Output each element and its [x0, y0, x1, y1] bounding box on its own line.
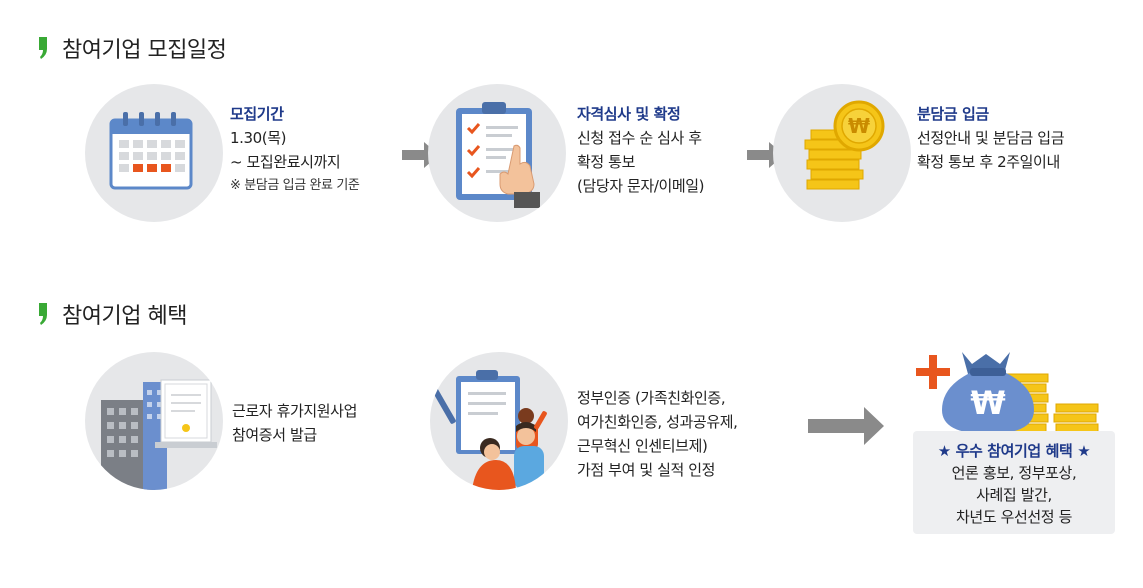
step-line: 확정 통보 후 2주일이내: [917, 153, 1060, 171]
svg-text:₩: ₩: [970, 384, 1005, 422]
benefit-box-heading: ★ 우수 참여기업 혜택 ★: [937, 442, 1091, 460]
benefit-line: 근무혁신 인센티브제): [577, 437, 708, 455]
benefit-line: 정부인증 (가족친화인증,: [577, 389, 726, 407]
step-line: 선정안내 및 분담금 입금: [917, 129, 1065, 147]
benefit-government-certification: 정부인증 (가족친화인증, 여가친화인증, 성과공유제, 근무혁신 인센티브제)…: [577, 386, 738, 482]
arrow-right-icon: [808, 407, 884, 445]
step-line: 신청 접수 순 심사 후: [577, 129, 702, 147]
excellent-company-benefit-box: ★ 우수 참여기업 혜택 ★ 언론 홍보, 정부포상, 사례집 발간, 차년도 …: [913, 431, 1115, 534]
step-line: 1.30(목): [230, 129, 287, 147]
step-line: ~ 모집완료시까지: [230, 153, 341, 171]
money-bag-plus-icon: ₩: [916, 352, 1099, 434]
step-heading: 분담금 입금: [917, 105, 989, 123]
step-contribution-deposit: 분담금 입금 선정안내 및 분담금 입금 확정 통보 후 2주일이내: [917, 102, 1065, 174]
step-qualification-review: 자격심사 및 확정 신청 접수 순 심사 후 확정 통보 (담당자 문자/이메일…: [577, 102, 705, 198]
step-heading: 모집기간: [230, 105, 284, 123]
quote-mark-icon: [38, 37, 48, 59]
section-title-text: 참여기업 혜택: [62, 304, 187, 329]
won-coins-icon: ₩: [773, 84, 911, 222]
benefit-line: 여가친화인증, 성과공유제,: [577, 413, 738, 431]
step-heading: 자격심사 및 확정: [577, 105, 681, 123]
building-certificate-icon: [85, 352, 223, 490]
benefit-line: 참여증서 발급: [232, 426, 317, 444]
benefit-line: 근로자 휴가지원사업: [232, 402, 357, 420]
step-line: (담당자 문자/이메일): [577, 177, 705, 195]
section-title-text: 참여기업 모집일정: [62, 38, 227, 63]
step-line: 확정 통보: [577, 153, 635, 171]
benefit-box-line: 차년도 우선선정 등: [956, 508, 1072, 526]
quote-mark-icon: [38, 303, 48, 325]
benefit-box-line: 언론 홍보, 정부포상,: [951, 464, 1077, 482]
family-certification-icon: [430, 352, 568, 490]
step-note: ※ 분담금 입금 완료 기준: [230, 178, 360, 193]
section-title-benefits: 참여기업 혜택: [38, 298, 187, 330]
benefit-line: 가점 부여 및 실적 인정: [577, 461, 716, 479]
step-recruitment-period: 모집기간 1.30(목) ~ 모집완료시까지 ※ 분담금 입금 완료 기준: [230, 102, 360, 198]
svg-text:₩: ₩: [848, 114, 870, 138]
section-title-schedule: 참여기업 모집일정: [38, 32, 227, 64]
benefit-certificate: 근로자 휴가지원사업 참여증서 발급: [232, 399, 357, 447]
benefit-box-line: 사례집 발간,: [976, 486, 1052, 504]
calendar-icon: [85, 84, 223, 222]
clipboard-checklist-icon: [428, 84, 566, 222]
